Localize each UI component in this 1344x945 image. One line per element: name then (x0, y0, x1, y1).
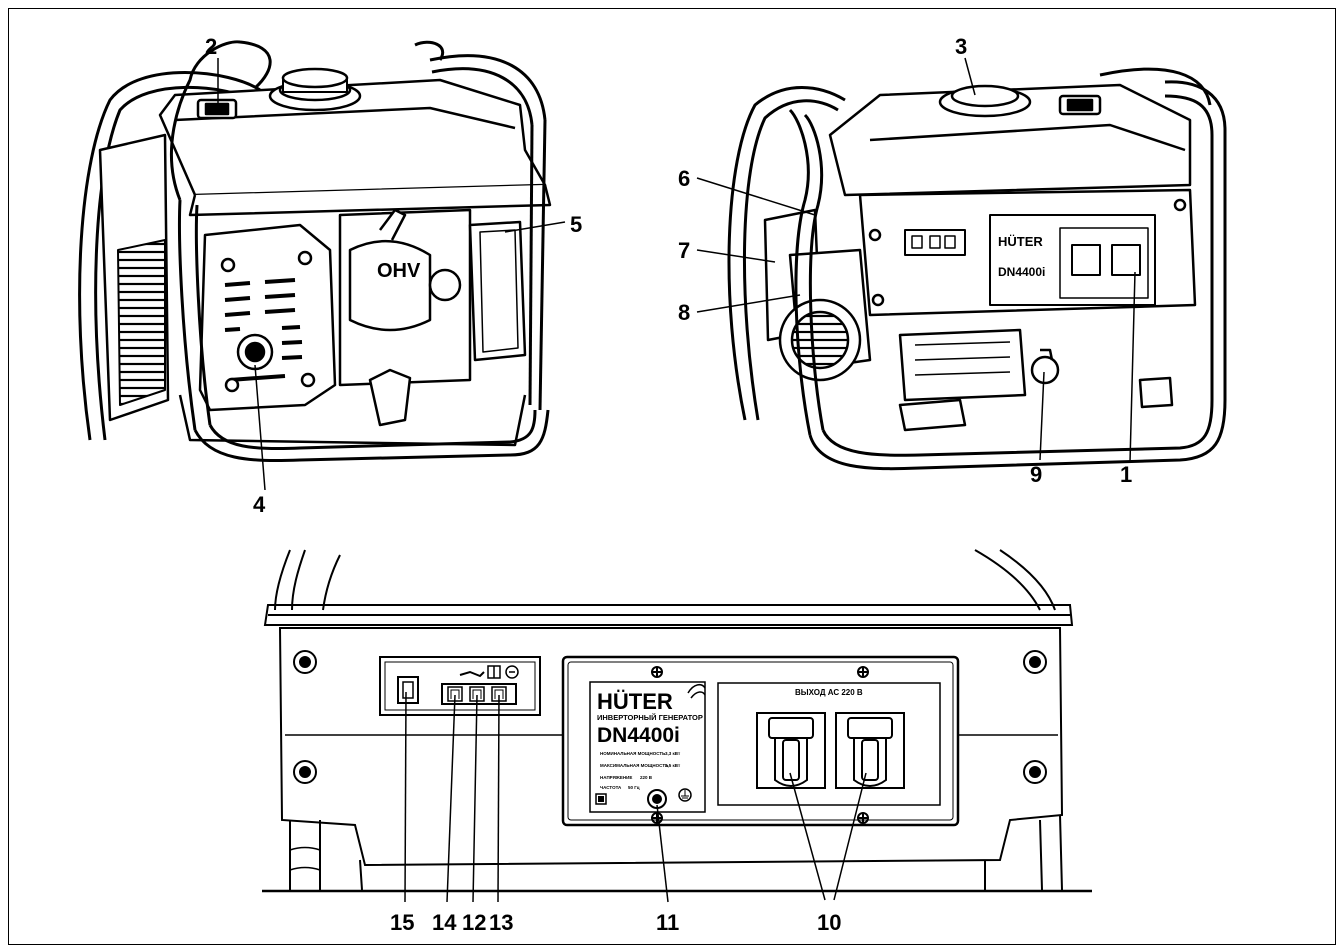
nameplate-subtitle: ИНВЕРТОРНЫЙ ГЕНЕРАТОР (597, 713, 703, 722)
callout-10: 10 (817, 910, 841, 935)
right-view-brand: HÜTER (998, 234, 1043, 249)
spec4-value: 50 Гц (628, 785, 640, 790)
callout-1: 1 (1120, 462, 1132, 487)
callout-6: 6 (678, 166, 690, 191)
spec2-label: МАКСИМАЛЬНАЯ МОЩНОСТЬ (600, 763, 669, 768)
nameplate-model: DN4400i (597, 724, 680, 747)
engine-cover-label: OHV (377, 260, 421, 282)
generator-left-view (78, 40, 552, 463)
spec1-value: 3,3 кВт (665, 751, 681, 756)
spec1-label: НОМИНАЛЬНАЯ МОЩНОСТЬ (600, 751, 666, 756)
spec3-label: НАПРЯЖЕНИЕ (600, 775, 632, 780)
callout-13: 13 (489, 910, 513, 935)
callout-2: 2 (205, 34, 217, 59)
nameplate-brand: HÜTER (597, 689, 673, 714)
spec4-label: ЧАСТОТА (600, 785, 622, 790)
ac-output-label: ВЫХОД АС 220 В (795, 688, 863, 697)
callout-12: 12 (462, 910, 486, 935)
spec3-value: 220 В (640, 775, 653, 780)
callout-11: 11 (656, 910, 679, 935)
callout-15: 15 (390, 910, 414, 935)
callout-numbers: 2 4 5 3 6 7 8 9 1 15 14 12 13 11 10 (205, 34, 1132, 935)
callout-14: 14 (432, 910, 457, 935)
callout-4: 4 (253, 492, 266, 517)
callout-3: 3 (955, 34, 967, 59)
callout-5: 5 (570, 212, 582, 237)
nameplate: HÜTER ИНВЕРТОРНЫЙ ГЕНЕРАТОР DN4400i НОМИ… (597, 683, 706, 790)
generator-right-view (727, 67, 1227, 471)
callout-9: 9 (1030, 462, 1042, 487)
spec2-value: 3,5 кВт (665, 763, 681, 768)
callout-8: 8 (678, 300, 690, 325)
leader-lines (217, 57, 1136, 903)
callout-7: 7 (678, 238, 690, 263)
right-view-model: DN4400i (998, 265, 1045, 279)
brand-swoosh-icon (687, 683, 706, 699)
